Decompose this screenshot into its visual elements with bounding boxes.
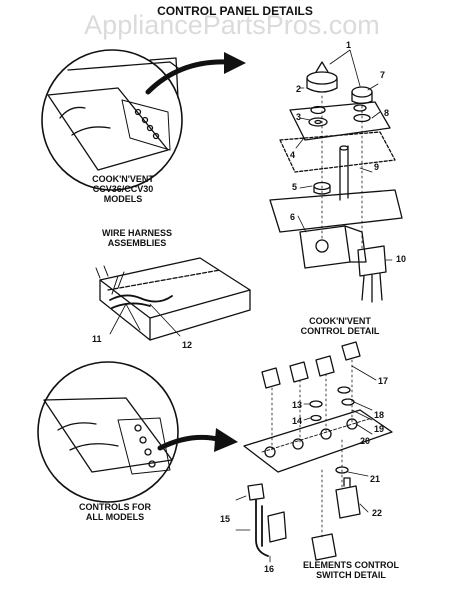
callout-9: 9 [374, 162, 380, 172]
cooknvent-control-exploded [269, 49, 403, 303]
callout-2: 2 [296, 84, 302, 94]
callout-5: 5 [292, 182, 298, 192]
callout-11: 11 [92, 334, 102, 344]
callout-10: 10 [396, 254, 407, 264]
wire-harness-label-line2: ASSEMBLIES [107, 238, 167, 248]
callout-13: 13 [292, 400, 303, 410]
elements-control-label-line2: SWITCH DETAIL [316, 570, 386, 580]
wire-harness-drawing [95, 257, 251, 341]
callout-6: 6 [290, 212, 296, 222]
controls-all-label: CONTROLS FOR ALL MODELS [70, 502, 160, 522]
callout-8: 8 [384, 108, 390, 118]
callout-3: 3 [296, 112, 302, 122]
elements-control-label-line1: ELEMENTS CONTROL [303, 560, 399, 570]
wire-harness-label-line1: WIRE HARNESS [101, 228, 172, 238]
wire-harness-label: WIRE HARNESS ASSEMBLIES [92, 228, 182, 248]
cooknvent-control-label-line2: CONTROL DETAIL [300, 326, 380, 336]
cooknvent-models-label-line1: COOK'N'VENT [92, 174, 154, 184]
elements-control-label: ELEMENTS CONTROL SWITCH DETAIL [296, 560, 406, 580]
elements-control-exploded [235, 341, 393, 563]
callout-19: 19 [374, 424, 385, 434]
cooknvent-control-label: COOK'N'VENT CONTROL DETAIL [290, 316, 390, 336]
callout-16: 16 [264, 564, 275, 574]
callout-17: 17 [378, 376, 389, 386]
controls-all-label-line2: ALL MODELS [85, 512, 145, 522]
cooknvent-models-inset [41, 49, 183, 191]
callout-1: 1 [346, 40, 352, 50]
callout-20: 20 [360, 436, 371, 446]
callout-15: 15 [220, 514, 231, 524]
callout-21: 21 [370, 474, 381, 484]
watermark: AppliancePartsPros.com [84, 10, 380, 40]
callout-14: 14 [292, 416, 303, 426]
controls-all-label-line1: CONTROLS FOR [79, 502, 151, 512]
bottom-arrow [157, 434, 225, 451]
cooknvent-control-label-line1: COOK'N'VENT [309, 316, 371, 326]
cooknvent-models-label: COOK'N'VENT CCV36/CCV30 MODELS [78, 174, 168, 204]
callout-18: 18 [374, 410, 385, 420]
callout-7: 7 [380, 70, 386, 80]
callout-4: 4 [290, 150, 296, 160]
cooknvent-models-label-line3: MODELS [103, 194, 143, 204]
callout-12: 12 [182, 340, 193, 350]
top-arrow [145, 59, 231, 95]
diagram-title: CONTROL PANEL DETAILS [157, 4, 313, 18]
controls-all-inset [37, 361, 179, 503]
cooknvent-models-label-line2: CCV36/CCV30 [92, 184, 154, 194]
callout-22: 22 [372, 508, 383, 518]
